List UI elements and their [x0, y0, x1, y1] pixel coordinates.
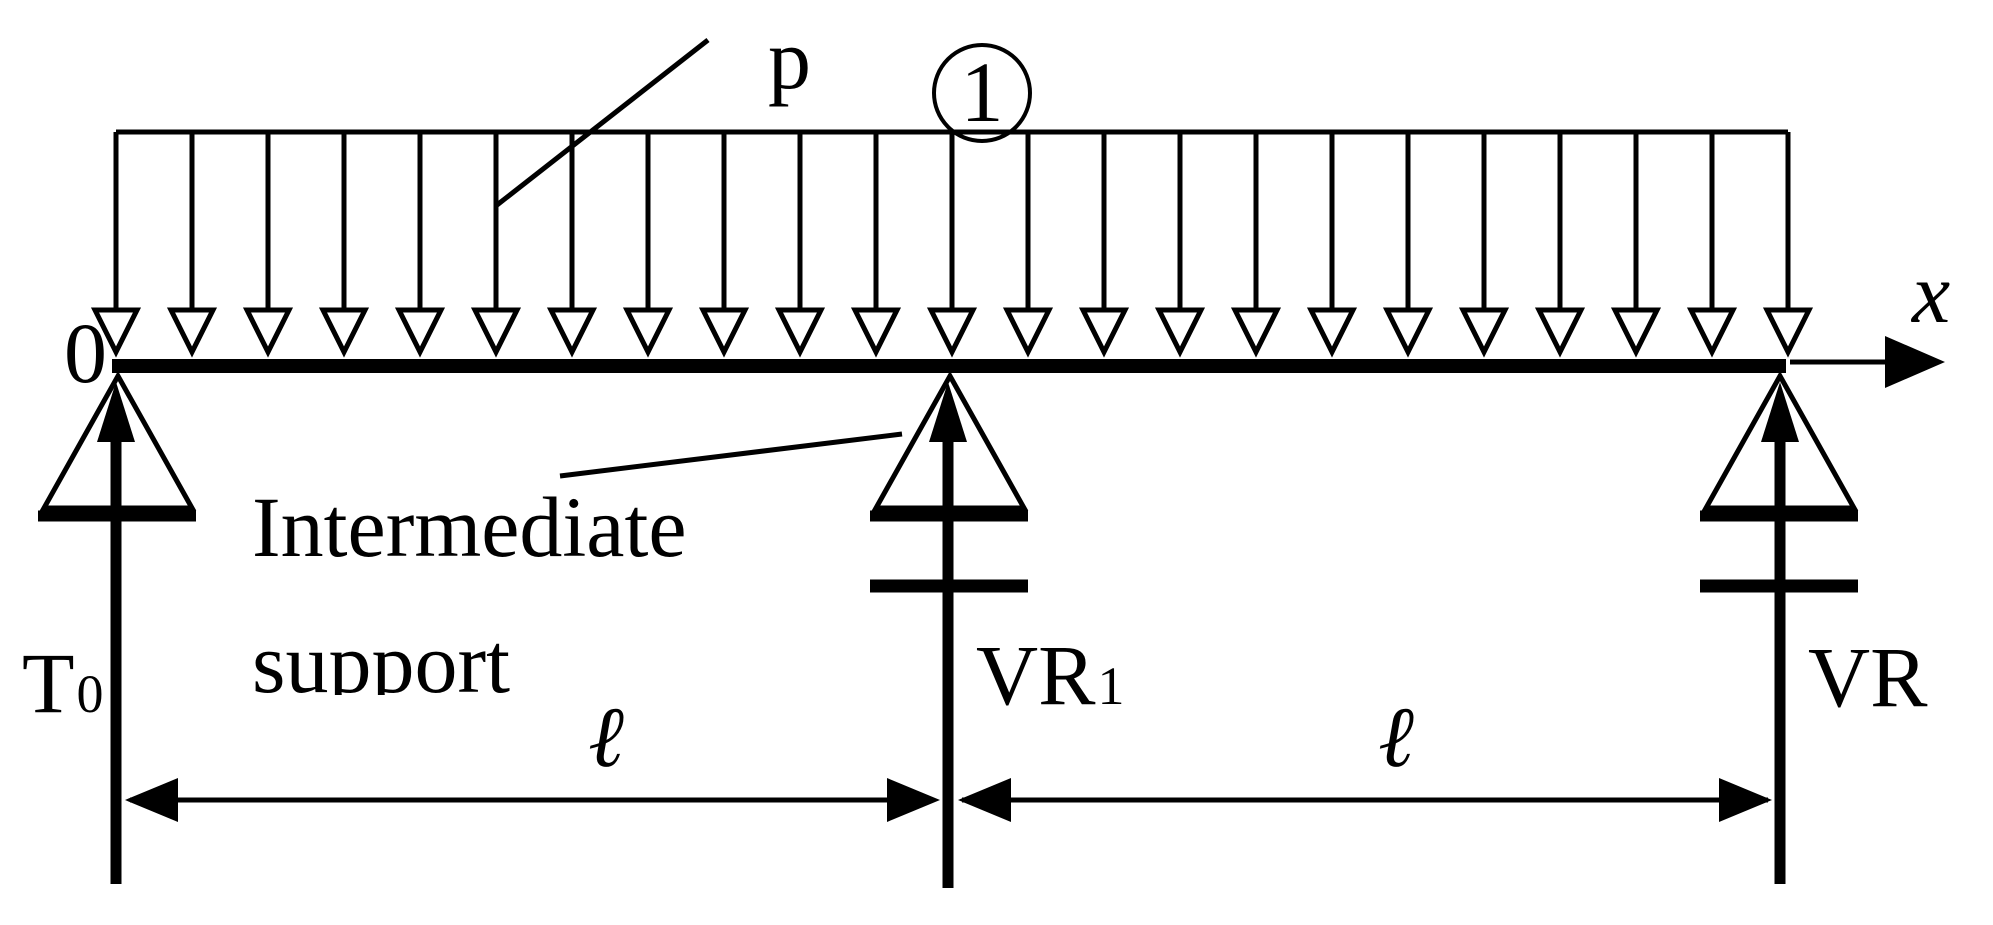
span-left-arrowhead-start — [125, 778, 178, 822]
load-arrowhead — [394, 307, 446, 358]
load-arrowhead — [698, 307, 750, 358]
support-label-line1: Intermediate — [252, 479, 687, 575]
load-arrowhead — [1002, 307, 1054, 358]
load-arrowhead — [926, 307, 978, 358]
middle-reaction-label: VR1 — [976, 627, 1124, 723]
origin-label: 0 — [64, 305, 107, 401]
middle-reaction-arrowhead — [929, 382, 967, 442]
span-left-arrowhead-end — [887, 778, 940, 822]
right-support — [1700, 370, 1859, 884]
right-reaction-arrowhead — [1761, 382, 1799, 442]
span-number: 1 — [961, 44, 1004, 140]
left-reaction-label: T0 — [22, 635, 104, 731]
x-axis-arrowhead — [1885, 336, 1945, 388]
load-arrowhead — [1534, 307, 1586, 358]
support-label-line2-clip: support — [252, 615, 510, 711]
load-arrowhead — [166, 307, 218, 358]
load-arrowhead — [1762, 307, 1814, 358]
span-right-label: ℓ — [1378, 689, 1414, 785]
span-right-arrowhead-start — [958, 778, 1011, 822]
span-left-label: ℓ — [588, 689, 624, 785]
intermediate-support — [870, 370, 1029, 888]
load-arrowhead — [1306, 307, 1358, 358]
load-arrowhead — [470, 307, 522, 358]
distributed-load — [90, 129, 1814, 358]
load-arrowhead — [774, 307, 826, 358]
load-arrowhead — [1686, 307, 1738, 358]
load-arrowhead — [1382, 307, 1434, 358]
load-arrowhead — [90, 307, 142, 358]
load-arrowhead — [1230, 307, 1282, 358]
x-axis-label: x — [1910, 245, 1950, 341]
load-arrowhead — [1458, 307, 1510, 358]
load-leader-line — [495, 38, 710, 207]
right-reaction-label: VR — [1808, 629, 1928, 725]
left-support — [38, 370, 197, 884]
load-arrowhead — [1610, 307, 1662, 358]
span-number-marker: 1 — [932, 43, 1032, 143]
load-arrows — [90, 132, 1814, 358]
span-dimension-left: ℓ — [125, 689, 940, 822]
load-label: p — [768, 11, 811, 107]
left-reaction-arrowhead — [97, 382, 135, 442]
load-arrowhead — [242, 307, 294, 358]
span-number-circle — [932, 43, 1032, 143]
support-leader-line — [559, 431, 903, 479]
span-right-arrowhead-end — [1719, 778, 1772, 822]
load-arrowhead — [622, 307, 674, 358]
load-arrowhead — [850, 307, 902, 358]
load-arrowhead — [318, 307, 370, 358]
load-arrowhead — [546, 307, 598, 358]
support-label-line2: support — [252, 615, 510, 711]
load-arrowhead — [1154, 307, 1206, 358]
load-arrowhead — [1078, 307, 1130, 358]
span-dimension-right: ℓ — [958, 689, 1772, 822]
x-axis: x — [1790, 245, 1950, 388]
